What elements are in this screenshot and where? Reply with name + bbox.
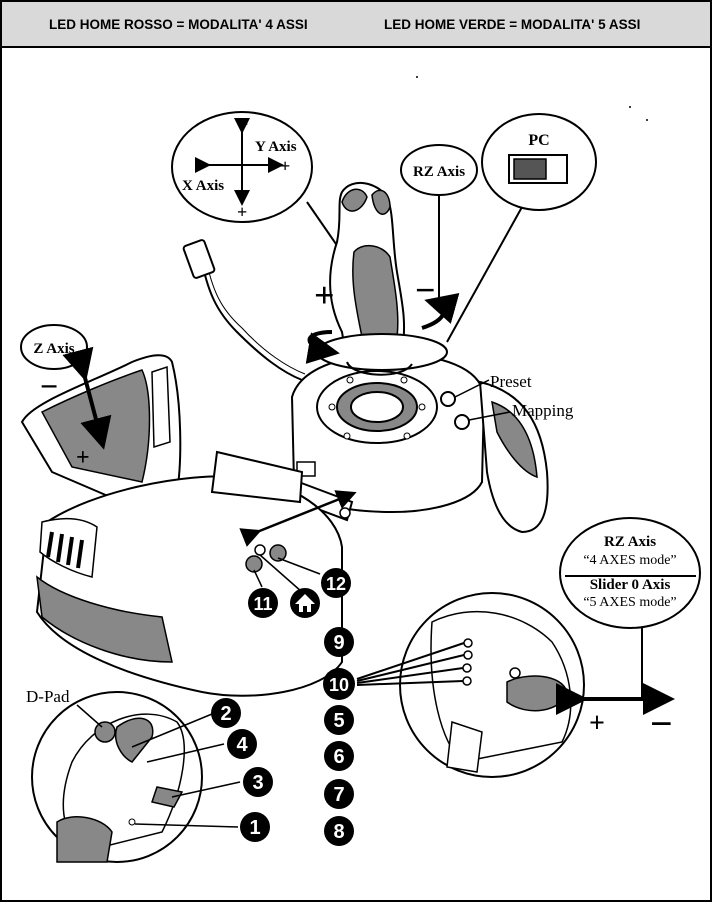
svg-text:2: 2 (220, 703, 231, 725)
slider-5-axes-mode: “5 AXES mode” (583, 595, 676, 610)
joystick-stick: + − (305, 182, 460, 376)
stick-plus-sign: + (314, 275, 335, 315)
z-plus-sign: + (76, 445, 90, 471)
dpad-callout (31, 691, 203, 863)
svg-text:1: 1 (249, 817, 260, 839)
preset-label: Preset (490, 372, 532, 391)
badge-2: 2 (211, 698, 241, 728)
y-plus-sign: + (237, 202, 247, 222)
home-icon-badge (290, 588, 320, 618)
usb-plug-icon (182, 239, 216, 279)
led-mode-header: LED HOME ROSSO = MODALITA' 4 ASSI LED HO… (2, 2, 710, 48)
badge-5: 5 (324, 705, 354, 735)
z-minus-sign: − (40, 368, 58, 404)
badge-7: 7 (324, 779, 354, 809)
svg-text:10: 10 (329, 675, 349, 695)
slider-plus-sign: + (589, 708, 605, 739)
z-axis-callout: Z Axis (20, 324, 88, 370)
svg-text:4: 4 (236, 734, 248, 756)
pc-switch-callout: PC (481, 113, 597, 211)
slider-minus-sign: − (650, 701, 673, 746)
button-11[interactable] (245, 555, 263, 573)
z-axis-label: Z Axis (33, 341, 74, 357)
pc-label: PC (528, 132, 549, 149)
led-green-5-axes-label: LED HOME VERDE = MODALITA' 5 ASSI (384, 17, 641, 32)
x-minus-sign: − (195, 154, 205, 174)
rz-axis-title: RZ Axis (604, 534, 656, 550)
x-plus-sign: + (280, 156, 290, 176)
dpad-label: D-Pad (26, 687, 70, 706)
svg-text:6: 6 (333, 746, 344, 768)
badge-11: 11 (248, 588, 278, 618)
svg-text:3: 3 (252, 772, 263, 794)
rz-axis-callout: RZ Axis (400, 144, 478, 196)
svg-text:5: 5 (333, 710, 344, 732)
dpad-control[interactable] (94, 721, 116, 743)
pc-switch-icon (513, 158, 547, 180)
badge-4: 4 (227, 729, 257, 759)
home-button[interactable] (254, 544, 266, 556)
badge-3: 3 (243, 767, 273, 797)
rz-4-axes-mode: “4 AXES mode” (583, 553, 676, 568)
svg-text:12: 12 (326, 574, 346, 594)
badge-8: 8 (324, 816, 354, 846)
svg-text:9: 9 (333, 632, 344, 654)
stick-minus-sign: − (415, 270, 436, 310)
svg-text:7: 7 (333, 784, 344, 806)
led-red-4-axes-label: LED HOME ROSSO = MODALITA' 4 ASSI (49, 17, 308, 32)
slider-callout (399, 592, 585, 778)
badge-6: 6 (324, 741, 354, 771)
svg-text:11: 11 (253, 594, 272, 614)
y-axis-label: Y Axis (255, 139, 297, 155)
mapping-button[interactable] (454, 414, 470, 430)
mapping-label: Mapping (512, 401, 574, 420)
rz-axis-label: RZ Axis (413, 164, 465, 180)
badge-12: 12 (321, 568, 351, 598)
x-axis-label: X Axis (182, 178, 224, 194)
xy-axis-callout: Y Axis X Axis − + − + (171, 111, 313, 223)
badge-1: 1 (240, 812, 270, 842)
preset-button[interactable] (440, 391, 456, 407)
rz-slider-info-badge: RZ Axis “4 AXES mode” Slider 0 Axis “5 A… (559, 517, 701, 629)
slider-0-axis-title: Slider 0 Axis (590, 577, 671, 593)
svg-text:8: 8 (333, 821, 344, 843)
y-minus-sign: − (238, 114, 248, 134)
badge-10: 10 (323, 668, 355, 700)
badge-9: 9 (324, 627, 354, 657)
